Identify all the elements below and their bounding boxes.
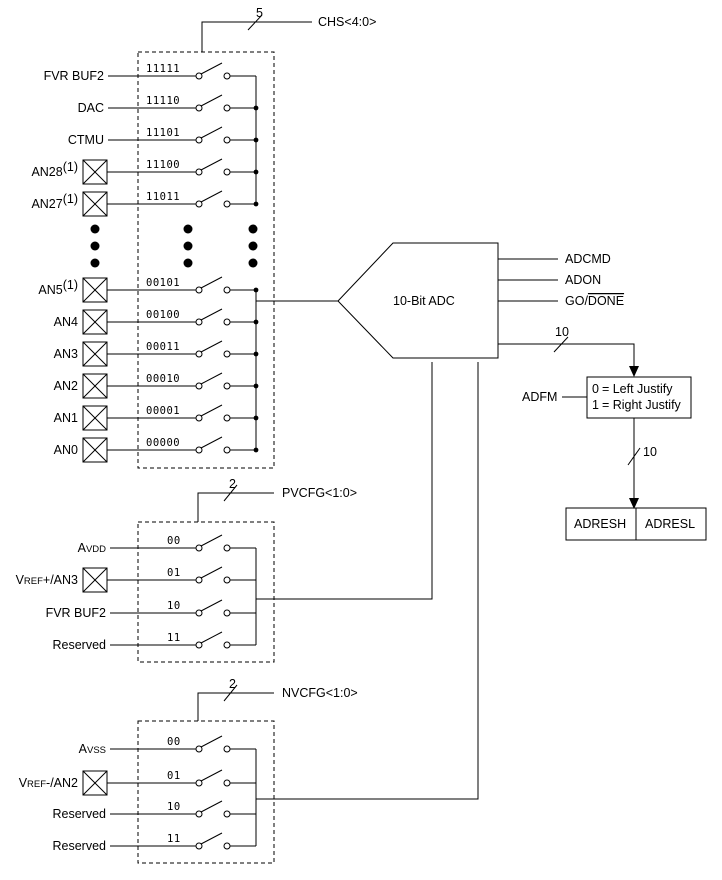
- register-adresh: ADRESH: [574, 517, 626, 531]
- adc-signals: ADCMD ADON GO/DONE: [498, 252, 624, 308]
- select-code: 11100: [146, 159, 180, 171]
- signal-adcmd: ADCMD: [565, 252, 611, 266]
- input-label: VREF+/AN3: [16, 573, 78, 587]
- channel-label: AN28(1): [31, 160, 78, 179]
- adfm-opt1: 1= Right Justify: [592, 398, 682, 412]
- channel-label: AN0: [54, 443, 78, 457]
- chs-channel-an3: AN3 00011: [54, 340, 259, 367]
- pvcfg-bus-width: 2: [229, 477, 236, 491]
- select-code: 11: [167, 833, 181, 845]
- adfm-label: ADFM: [522, 390, 557, 404]
- channel-label: AN3: [54, 347, 78, 361]
- channel-label: AN5(1): [38, 278, 78, 297]
- adfm-bus-width: 10: [643, 445, 657, 459]
- chs-label: CHS<4:0>: [318, 15, 376, 29]
- channel-label: CTMU: [68, 133, 104, 147]
- adc-output-width: 10: [555, 325, 569, 339]
- chs-channel-an28: AN28(1) 11100: [31, 158, 259, 185]
- adc-label: 10-Bit ADC: [393, 294, 455, 308]
- chs-channel-an4: AN4 00100: [54, 308, 259, 335]
- signal-go-done: GO/DONE: [565, 294, 624, 308]
- signal-adon: ADON: [565, 273, 601, 287]
- chs-channel-an2: AN2 00010: [54, 372, 259, 399]
- nvcfg-input-11: Reserved 11: [53, 832, 256, 853]
- input-label: FVR BUF2: [46, 606, 106, 620]
- nvcfg-bus: 2 NVCFG<1:0>: [197, 677, 358, 721]
- chs-channel-an27: AN27(1) 11011: [31, 190, 259, 217]
- pvcfg-mux-box: [137, 521, 275, 663]
- result-registers: ADRESH ADRESL: [565, 507, 707, 541]
- chs-channel-an0: AN0 00000: [54, 436, 259, 463]
- nvcfg-input-10: Reserved 10: [53, 800, 256, 821]
- select-code: 00000: [146, 437, 180, 449]
- nvcfg-label: NVCFG<1:0>: [282, 686, 358, 700]
- channel-label: AN2: [54, 379, 78, 393]
- nvcfg-mux-box: [137, 720, 275, 864]
- nvcfg-output-wire: [256, 362, 479, 800]
- register-adresl: ADRESL: [645, 517, 695, 531]
- chs-bus: 5 CHS<4:0>: [201, 6, 376, 52]
- input-label: AVSS: [79, 742, 106, 756]
- channel-label: FVR BUF2: [44, 69, 104, 83]
- select-code: 11: [167, 632, 181, 644]
- select-code: 00101: [146, 277, 180, 289]
- adfm-opt0: 0= Left Justify: [592, 382, 673, 396]
- chs-bus-width: 5: [256, 6, 263, 20]
- adfm-block: ADFM 0= Left Justify 1= Right Justify 10: [522, 376, 692, 509]
- nvcfg-bus-width: 2: [229, 677, 236, 691]
- select-code: 00011: [146, 341, 180, 353]
- select-code: 00001: [146, 405, 180, 417]
- select-code: 01: [167, 770, 181, 782]
- select-code: 00: [167, 535, 181, 547]
- chs-ellipsis-dots: [90, 224, 258, 268]
- pvcfg-label: PVCFG<1:0>: [282, 486, 357, 500]
- input-label: Reserved: [53, 807, 107, 821]
- chs-channel-dac: DAC 11110: [78, 94, 259, 115]
- channel-label: AN27(1): [31, 192, 78, 211]
- select-code: 10: [167, 801, 181, 813]
- input-label: Reserved: [53, 638, 107, 652]
- select-code: 00010: [146, 373, 180, 385]
- select-code: 01: [167, 567, 181, 579]
- select-code: 11110: [146, 95, 180, 107]
- chs-mux-box: [137, 51, 275, 469]
- select-code: 11011: [146, 191, 180, 203]
- pvcfg-input-10: FVR BUF2 10: [46, 599, 256, 620]
- chs-channel-fvr-buf2: FVR BUF2 11111: [44, 62, 256, 83]
- chs-channel-an1: AN1 00001: [54, 404, 259, 431]
- nvcfg-input-01: VREF-/AN2 01: [19, 769, 256, 796]
- channel-label: AN4: [54, 315, 78, 329]
- nvcfg-input-00: AVSS 00: [79, 735, 256, 756]
- pvcfg-output-wire: [256, 362, 433, 600]
- select-code: 00: [167, 736, 181, 748]
- channel-label: AN1: [54, 411, 78, 425]
- channel-label: DAC: [78, 101, 104, 115]
- input-label: AVDD: [78, 541, 107, 555]
- pvcfg-input-11: Reserved 11: [53, 631, 256, 652]
- pvcfg-input-00: AVDD 00: [78, 534, 256, 555]
- select-code: 11111: [146, 63, 180, 75]
- select-code: 11101: [146, 127, 180, 139]
- adc-output-bus: 10: [498, 325, 639, 377]
- pvcfg-bus: 2 PVCFG<1:0>: [197, 477, 357, 522]
- select-code: 00100: [146, 309, 180, 321]
- select-code: 10: [167, 600, 181, 612]
- pvcfg-input-01: VREF+/AN3 01: [16, 566, 256, 593]
- input-label: VREF-/AN2: [19, 776, 78, 790]
- chs-channel-ctmu: CTMU 11101: [68, 126, 259, 147]
- input-label: Reserved: [53, 839, 107, 853]
- chs-channel-an5: AN5(1) 00101: [38, 276, 259, 303]
